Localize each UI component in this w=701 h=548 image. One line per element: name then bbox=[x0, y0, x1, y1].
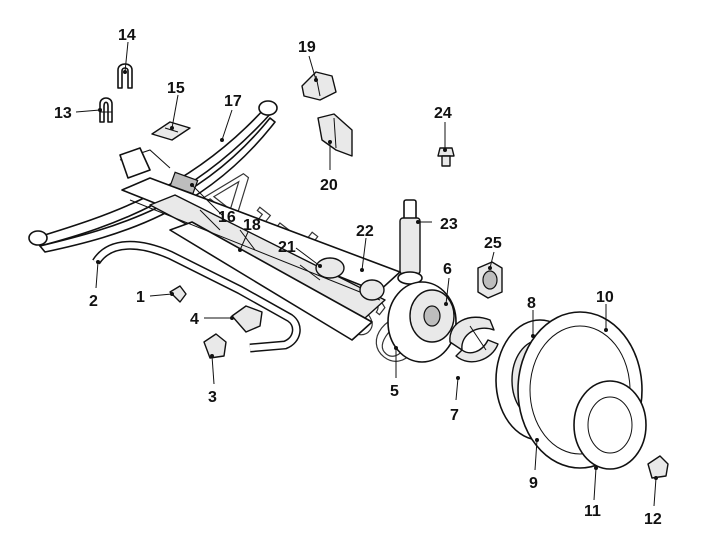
callout-8: 8 bbox=[527, 295, 536, 312]
callout-1: 1 bbox=[136, 289, 145, 306]
bushing bbox=[477, 261, 503, 299]
callout-23: 23 bbox=[440, 216, 458, 233]
callout-18: 18 bbox=[243, 217, 261, 234]
callout-2: 2 bbox=[89, 293, 98, 310]
callout-12: 12 bbox=[644, 511, 662, 528]
callout-22: 22 bbox=[356, 223, 374, 240]
callout-10: 10 bbox=[596, 289, 614, 306]
stabilizer-link bbox=[169, 285, 187, 303]
callout-24: 24 bbox=[434, 105, 452, 122]
axle-beam bbox=[119, 147, 401, 341]
axle-joint bbox=[315, 257, 385, 301]
stud-bolt bbox=[437, 147, 455, 167]
spring-pad-plate bbox=[151, 121, 191, 141]
bump-stop bbox=[301, 71, 337, 101]
callout-3: 3 bbox=[208, 389, 217, 406]
callout-6: 6 bbox=[443, 261, 452, 278]
clamp-bushing bbox=[231, 305, 263, 333]
callout-19: 19 bbox=[298, 39, 316, 56]
callout-9: 9 bbox=[529, 475, 538, 492]
callout-16: 16 bbox=[218, 209, 236, 226]
callout-4: 4 bbox=[190, 311, 199, 328]
leader-dots bbox=[96, 70, 658, 480]
mounting-bracket bbox=[317, 113, 353, 157]
wheel-hub bbox=[387, 281, 457, 363]
callout-13: 13 bbox=[54, 105, 72, 122]
lug-nut bbox=[647, 455, 669, 479]
u-bolt-upper bbox=[117, 63, 133, 89]
brake-shoes bbox=[449, 316, 499, 363]
stabilizer-bar bbox=[92, 240, 301, 353]
callout-20: 20 bbox=[320, 177, 338, 194]
callout-14: 14 bbox=[118, 27, 136, 44]
callout-21: 21 bbox=[278, 239, 296, 256]
callout-5: 5 bbox=[390, 383, 399, 400]
leader-lines bbox=[75, 41, 657, 507]
callout-15: 15 bbox=[167, 80, 185, 97]
callout-25: 25 bbox=[484, 235, 502, 252]
hubcap bbox=[573, 380, 647, 470]
u-bolt bbox=[99, 97, 113, 123]
shock-absorber bbox=[397, 199, 423, 285]
rubber-bushing bbox=[203, 333, 227, 359]
leaf-spring bbox=[28, 100, 278, 253]
callout-7: 7 bbox=[450, 407, 459, 424]
callout-11: 11 bbox=[584, 503, 601, 520]
callout-labels: 1 2 3 4 5 6 7 8 9 10 11 12 13 14 15 16 1… bbox=[54, 27, 662, 528]
callout-17: 17 bbox=[224, 93, 242, 110]
